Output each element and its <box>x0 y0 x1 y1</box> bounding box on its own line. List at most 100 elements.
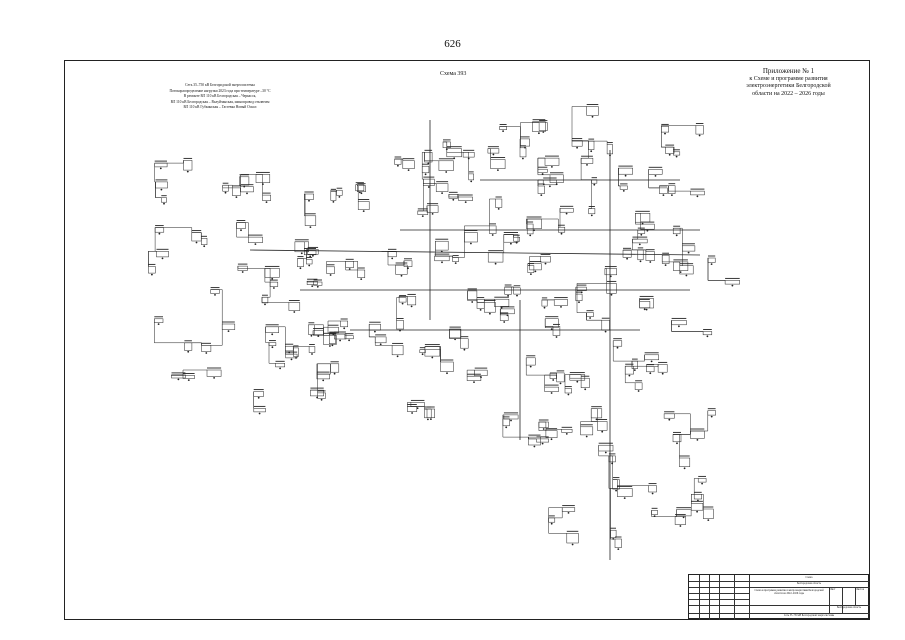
transmission-line <box>571 140 589 142</box>
transformer-node <box>316 396 318 399</box>
substation-box <box>419 349 426 353</box>
substation-box <box>561 507 576 512</box>
transformer-node <box>293 311 296 313</box>
transmission-line <box>265 326 269 343</box>
substation-box <box>313 281 323 286</box>
substation-box <box>552 326 561 336</box>
transmission-line <box>665 146 674 152</box>
transmission-line <box>307 280 314 282</box>
transmission-line <box>345 261 358 271</box>
transmission-line <box>452 232 465 258</box>
substation-box <box>308 324 315 335</box>
transmission-line <box>368 324 376 338</box>
transformer-node <box>308 264 311 267</box>
substation-box <box>306 259 313 265</box>
transmission-line <box>691 494 695 504</box>
transformer-node <box>333 372 336 375</box>
transformer-node <box>565 433 568 435</box>
appendix-line: электроэнергетики Белгородской <box>746 83 831 89</box>
substation-box <box>682 245 696 252</box>
substation-box <box>679 457 691 467</box>
stamp-org: Белгородская область <box>837 606 861 609</box>
transmission-line <box>591 408 598 422</box>
transmission-line <box>646 364 659 367</box>
transformer-node <box>416 407 419 410</box>
substation-box <box>434 255 450 262</box>
substation-box <box>191 232 202 242</box>
substation-box <box>575 293 583 301</box>
substation-box <box>357 185 366 192</box>
substation-box <box>253 408 266 413</box>
substation-box <box>398 297 407 303</box>
transformer-node <box>290 358 293 361</box>
transformer-node <box>273 287 275 289</box>
substation-box <box>537 185 545 194</box>
transformer-node <box>639 260 642 263</box>
transformer-node <box>374 330 376 333</box>
substation-box <box>317 392 326 399</box>
transformer-node <box>492 153 495 156</box>
transmission-line <box>239 176 241 187</box>
substation-box <box>264 268 280 278</box>
transformer-node <box>637 390 640 392</box>
substation-box <box>424 152 433 163</box>
substation-box <box>618 167 633 175</box>
substation-box <box>612 340 623 347</box>
substation-box <box>665 146 675 154</box>
transformer-node <box>696 510 698 513</box>
transformer-node <box>309 226 312 229</box>
transformer-node <box>411 412 413 414</box>
substation-box <box>559 208 574 213</box>
transmission-line <box>236 222 249 238</box>
transformer-node <box>551 166 553 168</box>
transformer-node <box>399 329 401 332</box>
transformer-node <box>567 512 570 514</box>
substation-box <box>532 121 546 132</box>
trunk-line <box>249 249 701 256</box>
transformer-node <box>543 306 546 309</box>
transformer-node <box>533 445 536 448</box>
substation-box <box>527 265 535 273</box>
transformer-node <box>348 339 350 342</box>
transformer-node <box>427 162 430 165</box>
substation-box <box>304 193 314 200</box>
transmission-line <box>576 287 587 313</box>
scheme-title: Схема 393 <box>440 71 467 77</box>
transmission-line <box>632 230 639 240</box>
transmission-line <box>612 340 632 362</box>
substation-box <box>326 266 335 274</box>
transformer-node <box>271 346 274 349</box>
substation-box <box>275 363 285 368</box>
transmission-line <box>155 181 162 198</box>
stamp-title: Схема <box>805 576 813 579</box>
substation-box <box>580 377 590 388</box>
transmission-line <box>673 261 681 266</box>
substation-box <box>458 196 473 201</box>
transformer-node <box>360 192 363 195</box>
transformer-node <box>685 274 688 277</box>
transformer-node <box>258 412 261 415</box>
transmission-line <box>355 184 358 186</box>
transformer-node <box>243 185 246 188</box>
transmission-line <box>580 421 598 427</box>
transformer-node <box>683 467 686 470</box>
substation-box <box>644 354 659 361</box>
transmission-line <box>467 290 477 300</box>
title-block-stamp: Схема Белгородская область Схема и прогр… <box>688 574 870 620</box>
substation-box <box>467 290 478 301</box>
transformer-node <box>163 202 165 205</box>
transmission-line <box>526 219 528 225</box>
note-line: Сеть 35–750 кВ Белгородской энергосистем… <box>185 83 255 87</box>
transformer-node <box>445 148 448 151</box>
substation-box <box>513 287 521 295</box>
transformer-node <box>510 242 512 245</box>
substation-box <box>691 503 704 511</box>
note-line: ВЛ 110 кВ Губкинская – Гастевка Новый Ос… <box>183 105 257 110</box>
transformer-node <box>616 346 619 349</box>
transmission-line <box>537 179 544 186</box>
transformer-node <box>410 305 413 308</box>
transmission-line <box>398 296 408 298</box>
note-line: ВЛ 110 кВ Белгородская – Валуйчанская, ш… <box>170 99 270 104</box>
transformer-node <box>453 157 456 160</box>
transmission-line <box>334 333 346 336</box>
